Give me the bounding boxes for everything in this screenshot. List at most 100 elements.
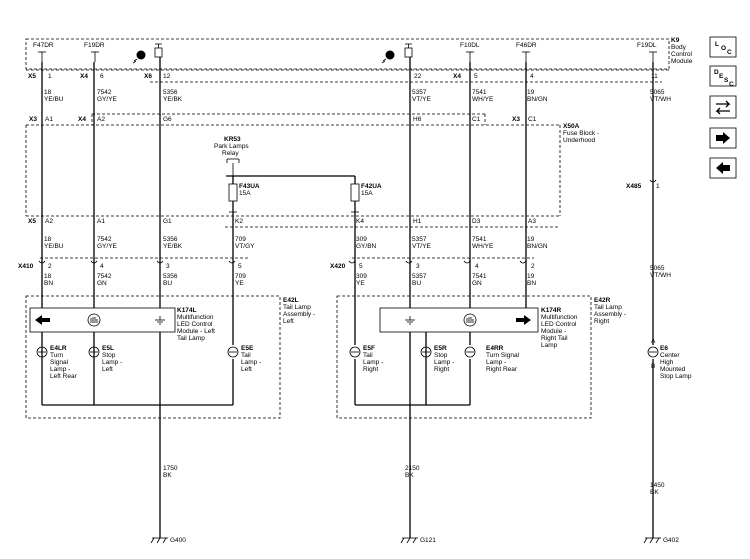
- svg-text:BN/GN: BN/GN: [527, 96, 548, 103]
- svg-text:Tail: Tail: [363, 352, 373, 359]
- ground-g402: G402: [663, 537, 679, 544]
- svg-text:K2: K2: [235, 218, 243, 225]
- svg-text:YE/BK: YE/BK: [163, 243, 183, 250]
- svg-text:LED Control: LED Control: [541, 321, 577, 328]
- svg-text:Lamp -: Lamp -: [241, 359, 261, 366]
- svg-text:Multifunction: Multifunction: [177, 314, 214, 321]
- svg-text:15A: 15A: [239, 190, 251, 197]
- svg-text:Lamp -: Lamp -: [102, 359, 122, 366]
- svg-text:D3: D3: [472, 218, 481, 225]
- fuse-bottom-pin-row: X5 A2 A1 G1 K2 K4 H1 D3 A3: [28, 218, 536, 225]
- bcm-pin-12: 12: [163, 73, 171, 80]
- svg-text:WH/YE: WH/YE: [472, 96, 494, 103]
- e6-center-high-mounted-stop-lamp: A B E6 Center High Mounted Stop Lamp: [647, 338, 692, 538]
- svg-text:X5: X5: [28, 218, 36, 225]
- relay-contact-icon: [226, 158, 240, 176]
- svg-text:Right: Right: [594, 318, 609, 325]
- chassis-ground-icon: [150, 537, 661, 544]
- svg-text:5356: 5356: [163, 89, 178, 96]
- svg-text:7542: 7542: [97, 89, 112, 96]
- svg-text:A2: A2: [97, 116, 105, 123]
- vertical-wires: [41, 57, 654, 345]
- svg-text:C1: C1: [528, 116, 537, 123]
- svg-text:YE/BU: YE/BU: [44, 96, 64, 103]
- svg-text:GY/YE: GY/YE: [97, 243, 118, 250]
- svg-text:19: 19: [527, 89, 535, 96]
- svg-text:YE/BU: YE/BU: [44, 243, 64, 250]
- x485-connector: X485 1: [626, 179, 660, 190]
- svg-text:7541: 7541: [472, 89, 487, 96]
- bcm-pin-1: 1: [48, 73, 52, 80]
- bcm-pin-22: 22: [414, 73, 422, 80]
- svg-text:3: 3: [166, 263, 170, 270]
- led-driver-icon: [132, 43, 163, 64]
- location-button[interactable]: L O C: [709, 36, 737, 58]
- svg-text:Right: Right: [363, 366, 378, 373]
- svg-text:S: S: [724, 77, 729, 84]
- e42r-tail-lamp-assembly-right: E42R Tail Lamp Assembly - Right K174R Mu…: [336, 295, 626, 538]
- svg-text:Multifunction: Multifunction: [541, 314, 578, 321]
- svg-text:1: 1: [656, 183, 660, 190]
- svg-text:YE: YE: [356, 280, 365, 287]
- svg-text:5065: 5065: [650, 89, 665, 96]
- svg-text:L: L: [715, 41, 719, 48]
- svg-text:19: 19: [527, 236, 535, 243]
- svg-text:5: 5: [238, 263, 242, 270]
- svg-text:Module - Left: Module - Left: [177, 328, 215, 335]
- conn-x485: X485: [626, 183, 642, 190]
- svg-text:309: 309: [356, 236, 367, 243]
- svg-text:709: 709: [235, 273, 246, 280]
- svg-text:WH/YE: WH/YE: [472, 243, 494, 250]
- kr53-desc-2: Relay: [222, 150, 239, 157]
- lamp-icon: [349, 346, 476, 358]
- svg-text:LED Control: LED Control: [177, 321, 213, 328]
- svg-text:E4RR: E4RR: [486, 345, 504, 352]
- fuse-f42ua: F42UA 15A: [350, 183, 382, 212]
- svg-text:BK: BK: [405, 472, 414, 479]
- x50a-desc-2: Underhood: [563, 137, 596, 144]
- svg-text:G6: G6: [163, 116, 172, 123]
- flow-arrows-button[interactable]: [709, 95, 737, 119]
- next-button[interactable]: [709, 127, 737, 149]
- svg-text:Stop: Stop: [102, 352, 116, 359]
- fuse-f43ua: F43UA 15A: [228, 183, 260, 212]
- e42l-tail-lamp-assembly-left: E42L Tail Lamp Assembly - Left K174L Mul…: [25, 295, 315, 538]
- svg-text:Right: Right: [434, 366, 449, 373]
- svg-text:E5F: E5F: [363, 345, 375, 352]
- svg-text:5: 5: [359, 263, 363, 270]
- svg-text:Tail Lamp: Tail Lamp: [594, 304, 622, 311]
- conn-x5-top: X5: [28, 73, 36, 80]
- svg-text:5357: 5357: [412, 89, 427, 96]
- bcm-pin-5: 5: [474, 73, 478, 80]
- conn-x4-top-right: X4: [453, 73, 461, 80]
- k9-name: K9: [671, 37, 680, 44]
- svg-text:3: 3: [416, 263, 420, 270]
- svg-text:5356: 5356: [163, 236, 178, 243]
- conn-x410: X410: [18, 263, 34, 270]
- svg-text:Lamp -: Lamp -: [486, 359, 506, 366]
- bcm-connector-row: X5 1 X4 6 X6 12 22 X4 5 4 11: [26, 69, 669, 83]
- previous-button[interactable]: [709, 157, 737, 179]
- arrow-right-icon: [516, 315, 531, 325]
- connector-terminal-icon: [38, 260, 527, 264]
- k9-desc-3: Module: [671, 58, 693, 65]
- svg-text:2: 2: [48, 263, 52, 270]
- svg-text:GY/YE: GY/YE: [97, 96, 118, 103]
- flow-arrows-icon: [715, 100, 731, 115]
- bcm-pin-4: 4: [530, 73, 534, 80]
- description-button[interactable]: D E S C: [709, 65, 737, 88]
- k9-desc-1: Body: [671, 44, 687, 51]
- svg-text:F42UA: F42UA: [361, 183, 382, 190]
- bcm-output-f46dr: F46DR: [516, 42, 537, 49]
- inline-connector-row: X410 2 4 3 5 X420 5 3 4 2: [18, 257, 535, 270]
- svg-text:15A: 15A: [361, 190, 373, 197]
- svg-text:GY/BN: GY/BN: [356, 243, 377, 250]
- svg-text:High: High: [660, 359, 674, 366]
- switch-symbol: [38, 51, 657, 62]
- conn-x4-top: X4: [80, 73, 88, 80]
- svg-text:Right Rear: Right Rear: [486, 366, 518, 373]
- svg-text:B: B: [651, 363, 655, 370]
